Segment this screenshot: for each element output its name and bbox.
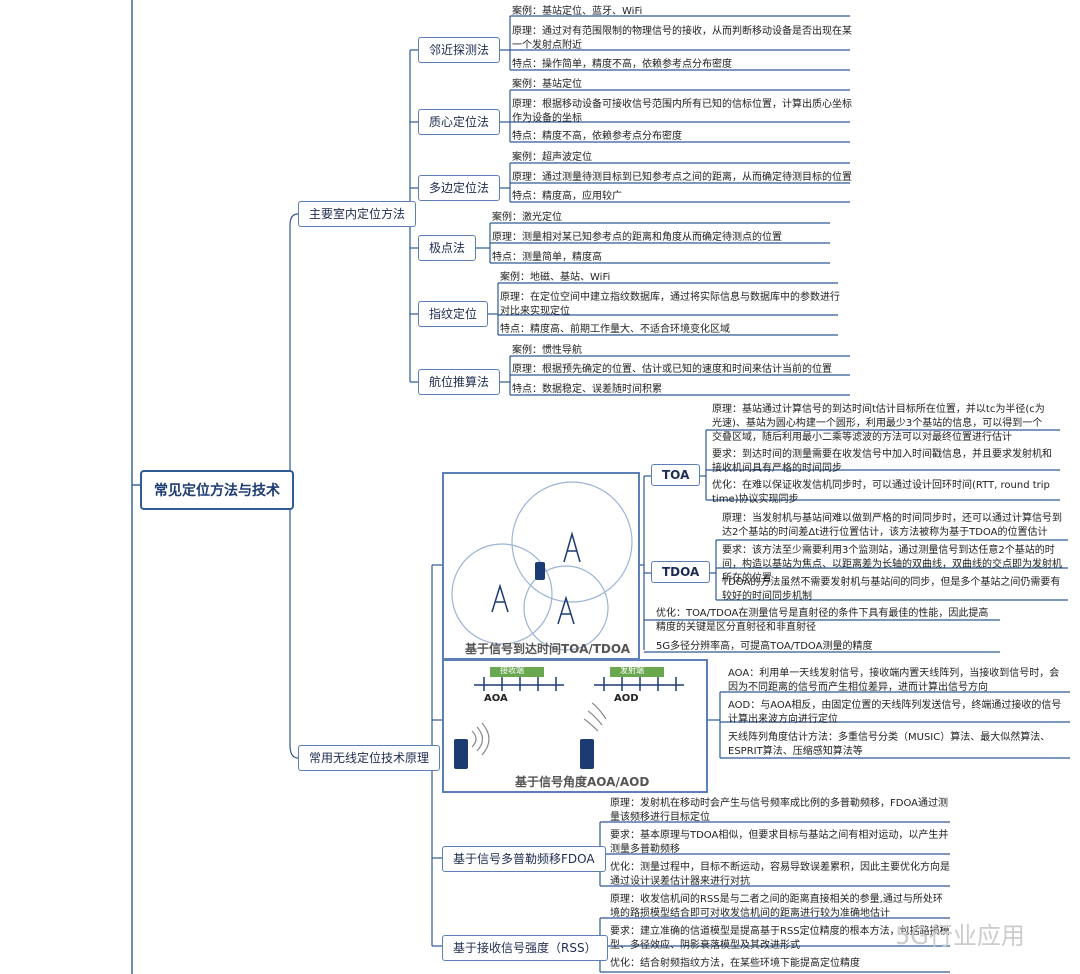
leaf-aod: AOD：与AOA相反，由固定位置的天线阵列发送信号，终端通过接收的信号计算出来波…	[728, 700, 1062, 725]
leaf-multi-principle: 原理：通过测量待测目标到已知参考点之间的距离，从而确定待测目标的位置	[512, 172, 852, 183]
leaf-polar-principle: 原理：测量相对某已知参考点的距离和角度从而确定待测点的位置	[492, 232, 782, 243]
method-polar[interactable]: 极点法	[418, 235, 477, 261]
watermark: 5G行业应用	[895, 922, 1025, 950]
root-topic[interactable]: 常见定位方法与技术	[140, 470, 294, 510]
topic-indoor-methods[interactable]: 主要室内定位方法	[298, 201, 417, 227]
aoa-aod-graphic	[454, 667, 684, 769]
leaf-fdoa-requirement: 要求：基本原理与TDOA相似，但要求目标与基站之间有相对运动，以产生并测量多普勒…	[610, 830, 949, 855]
leaf-fdoa-optimization: 优化：测量过程中，目标不断运动，容易导致误差累积，因此主要优化方向是通过设计误差…	[610, 862, 950, 887]
leaf-toa-requirement: 要求：到达时间的测量需要在收发信号中加入时间戳信息，并且要求发射机和接收机间具有…	[712, 449, 1052, 474]
aoa-aod-illustration: 接收端 发射端 AOA AOD	[442, 659, 708, 793]
leaf-toa-extra-5g: 5G多径分辨率高，可提高TOA/TDOA测量的精度	[656, 641, 873, 652]
label-rx: 接收端	[500, 666, 524, 675]
leaf-tdoa-note: TDOA的方法虽然不需要发射机与基站间的同步，但是多个基站之间仍需要有较好的时间…	[722, 577, 1061, 602]
leaf-proximity-principle: 原理：通过对有范围限制的物理信号的接收，从而判断移动设备是否出现在某一个发射点附…	[512, 26, 852, 51]
leaf-centroid-principle: 原理：根据移动设备可接收信号范围内所有已知的信标位置，计算出质心坐标作为设备的坐…	[512, 99, 852, 124]
leaf-multi-feature: 特点：精度高，应用较广	[512, 191, 622, 202]
label-aod: AOD	[614, 693, 639, 704]
toa-caption: 基于信号到达时间TOA/TDOA	[465, 642, 631, 656]
phone-icon	[535, 562, 545, 580]
tower-icon	[491, 531, 581, 625]
leaf-polar-feature: 特点：测量简单，精度高	[492, 252, 602, 263]
leaf-fdoa-principle: 原理：发射机在移动时会产生与信号频率成比例的多普勒频移，FDOA通过测量该频移进…	[610, 798, 948, 823]
leaf-dr-principle: 原理：根据预先确定的位置、估计或已知的速度和时间来估计当前的位置	[512, 364, 832, 375]
leaf-fingerprint-case: 案例：地磁、基站、WiFi	[500, 272, 611, 283]
leaf-tdoa-requirement: 要求：该方法至少需要利用3个监测站，通过测量信号到达任意2个基站的时间，构造以基…	[722, 545, 1062, 584]
leaf-centroid-case: 案例：基站定位	[512, 79, 582, 90]
leaf-rss-principle: 原理：收发信机间的RSS是与二者之间的距离直接相关的参量,通过与所处环境的路损模…	[610, 894, 943, 919]
aoa-caption: 基于信号角度AOA/AOD	[515, 775, 650, 789]
toa-tdoa-illustration	[442, 472, 640, 660]
method-proximity[interactable]: 邻近探测法	[418, 37, 501, 63]
leaf-toa-principle: 原理：基站通过计算信号的到达时间t估计目标所在位置，并以tc为半径(c为光速)、…	[712, 404, 1045, 443]
leaf-dr-case: 案例：惯性导航	[512, 345, 582, 356]
leaf-multi-case: 案例：超声波定位	[512, 152, 592, 163]
label-aoa: AOA	[484, 693, 508, 704]
leaf-antenna-methods: 天线阵列角度估计方法：多重信号分类（MUSIC）算法、最大似然算法、ESPRIT…	[728, 732, 1051, 757]
method-dead-reckoning[interactable]: 航位推算法	[418, 369, 501, 395]
topic-rss[interactable]: 基于接收信号强度（RSS）	[442, 935, 608, 961]
leaf-rss-requirement: 要求：建立准确的信道模型是提高基于RSS定位精度的根本方法，包括路损模型、多径效…	[610, 926, 950, 951]
leaf-centroid-feature: 特点：精度不高，依赖参考点分布密度	[512, 131, 682, 142]
phone-icon	[580, 739, 594, 769]
leaf-proximity-case: 案例：基站定位、蓝牙、WiFi	[512, 6, 643, 17]
topic-wireless-principles[interactable]: 常用无线定位技术原理	[298, 745, 441, 771]
tag-tdoa[interactable]: TDOA	[651, 561, 711, 583]
phone-icon	[454, 739, 468, 769]
leaf-toa-extra-optimization: 优化：TOA/TDOA在测量信号是直射径的条件下具有最佳的性能，因此提高精度的关…	[656, 608, 989, 633]
method-multilateration[interactable]: 多边定位法	[418, 175, 501, 201]
method-fingerprint[interactable]: 指纹定位	[418, 301, 489, 327]
toa-tdoa-graphic	[451, 481, 633, 651]
leaf-dr-feature: 特点：数据稳定、误差随时间积累	[512, 384, 662, 395]
leaf-proximity-feature: 特点：操作简单，精度不高，依赖参考点分布密度	[512, 59, 732, 70]
leaf-rss-optimization: 优化：结合射频指纹方法，在某些环境下能提高定位精度	[610, 958, 860, 969]
leaf-tdoa-principle: 原理：当发射机与基站间难以做到严格的时间同步时，还可以通过计算信号到达2个基站的…	[722, 513, 1062, 538]
tag-toa[interactable]: TOA	[651, 464, 701, 486]
label-tx: 发射端	[620, 666, 644, 675]
leaf-toa-optimization: 优化：在难以保证收发信机同步时，可以通过设计回环时间(RTT, round tr…	[712, 480, 1050, 505]
topic-fdoa[interactable]: 基于信号多普勒频移FDOA	[442, 846, 606, 872]
leaf-fingerprint-principle: 原理：在定位空间中建立指纹数据库，通过将实际信息与数据库中的参数进行对比来实现定…	[500, 292, 840, 317]
leaf-fingerprint-feature: 特点：精度高、前期工作量大、不适合环境变化区域	[500, 324, 730, 335]
leaf-aoa: AOA：利用单一天线发射信号，接收端内置天线阵列，当接收到信号时，会因为不同距离…	[728, 668, 1060, 693]
leaf-polar-case: 案例：激光定位	[492, 212, 562, 223]
method-centroid[interactable]: 质心定位法	[418, 109, 501, 135]
